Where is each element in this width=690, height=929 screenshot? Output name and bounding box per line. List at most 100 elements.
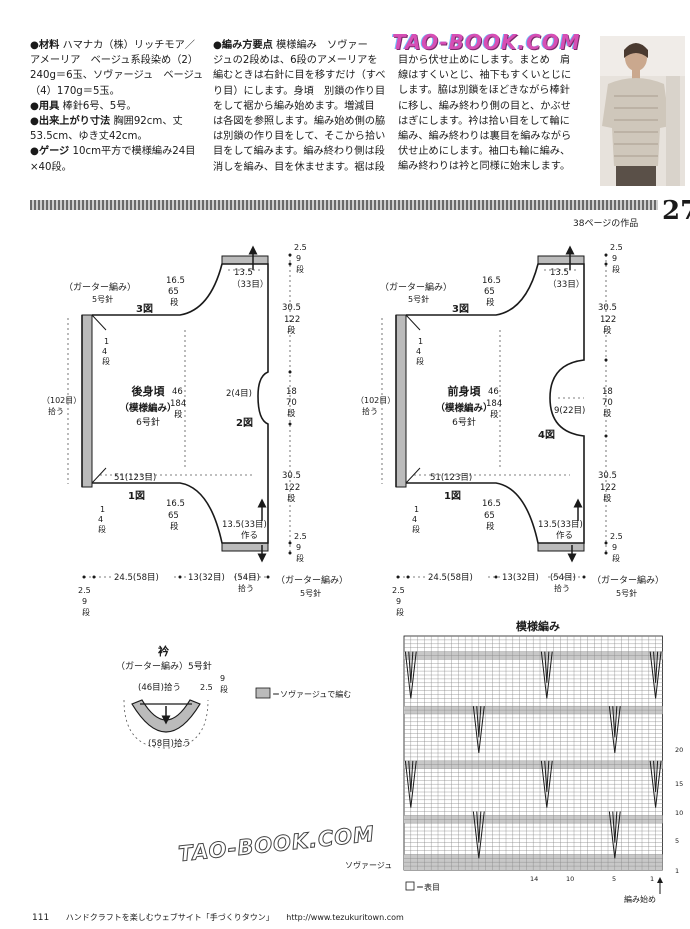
svg-text:段: 段 — [490, 409, 499, 420]
svg-text:(54目): (54目) — [550, 573, 576, 583]
svg-text:編み始め: 編み始め — [624, 894, 656, 904]
svg-text:24.5(58目): 24.5(58目) — [114, 573, 159, 583]
elongated-stitch-symbol — [472, 811, 485, 859]
back-piece-diagram: 後身頃 （模様編み） 6号針 （ガーター編み） 5号針 3図 1図 2図 13.… — [42, 243, 307, 563]
svg-text:13(32目): 13(32目) — [188, 573, 225, 583]
svg-text:46: 46 — [488, 387, 499, 397]
svg-text:2.5: 2.5 — [78, 586, 91, 595]
svg-text:9: 9 — [396, 597, 401, 606]
svg-text:作る: 作る — [241, 530, 258, 541]
svg-text:段: 段 — [98, 524, 106, 534]
back-fig2: 2図 — [236, 417, 253, 429]
stitch-chart: 模様編み ソヴァージュ ＝表目 編み始め 14 10 5 1 20 15 10 … — [345, 619, 683, 904]
svg-text:70: 70 — [602, 398, 613, 408]
svg-text:作る: 作る — [556, 530, 573, 541]
chart-title: 模様編み — [516, 619, 560, 633]
svg-text:9: 9 — [296, 543, 301, 552]
svg-text:段: 段 — [296, 553, 304, 563]
svg-text:段: 段 — [603, 325, 612, 336]
svg-text:184: 184 — [486, 399, 502, 409]
chart-col-14: 14 — [530, 875, 538, 883]
footer-url[interactable]: http://www.tezukuritown.com — [286, 913, 404, 922]
back-bottom-dimensions: 24.5(58目) 13(32目) (54目) 拾う （ガーター編み） 5号針 … — [78, 571, 348, 617]
svg-text:184: 184 — [170, 399, 186, 409]
front-needle: 6号針 — [452, 416, 476, 428]
model-photo — [600, 36, 685, 186]
svg-text:（33目）: （33目） — [548, 279, 584, 290]
svg-text:30.5: 30.5 — [282, 471, 301, 481]
svg-text:30.5: 30.5 — [282, 303, 301, 313]
svg-text:2.5: 2.5 — [294, 532, 307, 541]
chart-col-10: 10 — [566, 875, 574, 883]
svg-text:51(123目): 51(123目) — [430, 473, 472, 483]
svg-text:1: 1 — [414, 505, 419, 514]
materials-column: ●材料 ハマナカ（株）リッチモア／ アメーリア ベージュ系段染め（2） 240g… — [30, 40, 204, 173]
back-title: 後身頃 — [132, 384, 166, 398]
chart-col-1: 1 — [650, 875, 654, 883]
svg-text:(54目): (54目) — [234, 573, 260, 583]
instructions-column-2: 目から伏せ止めにします。まとめ 肩 線はすくいとじ、袖下もすくいとじに します。… — [398, 55, 572, 173]
svg-text:段: 段 — [220, 684, 228, 694]
svg-text:5号針: 5号針 — [300, 588, 321, 598]
svg-text:9: 9 — [296, 254, 301, 263]
svg-text:段: 段 — [287, 493, 296, 504]
svg-text:拾う: 拾う — [362, 406, 378, 416]
chart-row-10: 10 — [675, 809, 683, 817]
svg-text:65: 65 — [484, 511, 495, 521]
svg-text:9: 9 — [220, 674, 225, 683]
svg-text:2.5: 2.5 — [294, 243, 307, 252]
front-top-garter — [537, 255, 585, 265]
chart-row-15: 15 — [675, 780, 683, 788]
footer-page-number: 111 — [32, 913, 50, 923]
svg-text:段: 段 — [287, 325, 296, 336]
svg-text:122: 122 — [600, 483, 616, 493]
watermark-top: TAO-BOOK.COM — [392, 30, 581, 54]
divider-band — [30, 200, 658, 210]
svg-text:段: 段 — [412, 524, 420, 534]
svg-text:51(123目): 51(123目) — [114, 473, 156, 483]
svg-text:（33目）: （33目） — [232, 279, 268, 290]
svg-text:段: 段 — [174, 409, 183, 420]
svg-text:4図: 4図 — [538, 429, 555, 441]
svg-text:(58目)拾う: (58目)拾う — [148, 738, 191, 749]
chart-col-5: 5 — [612, 875, 616, 883]
svg-text:段: 段 — [396, 607, 404, 617]
svg-text:13.5: 13.5 — [550, 268, 569, 278]
svg-text:段: 段 — [603, 493, 612, 504]
svg-text:1: 1 — [104, 337, 109, 346]
svg-text:1: 1 — [418, 337, 423, 346]
svg-text:5号針: 5号針 — [616, 588, 637, 598]
svg-text:段: 段 — [102, 356, 110, 366]
elongated-stitch-symbol — [608, 706, 621, 754]
elongated-stitch-symbol — [608, 811, 621, 859]
elongated-stitch-symbol — [540, 760, 553, 808]
svg-text:（102目）: （102目） — [356, 396, 395, 405]
footer-site-name: ハンドクラフトを楽しむウェブサイト「手づくりタウン」 — [65, 913, 274, 922]
svg-text:30.5: 30.5 — [598, 303, 617, 313]
svg-text:2(4目): 2(4目) — [226, 389, 252, 399]
svg-text:9: 9 — [612, 543, 617, 552]
chart-grid — [403, 635, 663, 871]
elongated-stitch-symbol — [649, 760, 662, 808]
svg-text:段: 段 — [612, 553, 620, 563]
svg-text:拾う: 拾う — [554, 583, 570, 593]
chart-row-1: 1 — [675, 867, 679, 875]
svg-text:段: 段 — [603, 408, 612, 419]
svg-text:122: 122 — [284, 483, 300, 493]
svg-text:段: 段 — [416, 356, 424, 366]
svg-text:段: 段 — [486, 521, 495, 532]
svg-text:122: 122 — [284, 315, 300, 325]
front-outline — [406, 263, 585, 544]
svg-text:段: 段 — [612, 264, 620, 274]
svg-text:9: 9 — [82, 597, 87, 606]
svg-text:拾う: 拾う — [48, 406, 64, 416]
svg-text:（ガーター編み）: （ガーター編み） — [592, 574, 664, 586]
svg-text:9(22目): 9(22目) — [554, 406, 585, 416]
front-left-garter — [395, 314, 407, 488]
svg-text:1図: 1図 — [444, 490, 461, 502]
back-needle: 6号針 — [136, 416, 160, 428]
svg-text:2.5: 2.5 — [610, 532, 623, 541]
svg-text:24.5(58目): 24.5(58目) — [428, 573, 473, 583]
svg-text:16.5: 16.5 — [166, 499, 185, 509]
svg-text:2.5: 2.5 — [200, 683, 213, 692]
